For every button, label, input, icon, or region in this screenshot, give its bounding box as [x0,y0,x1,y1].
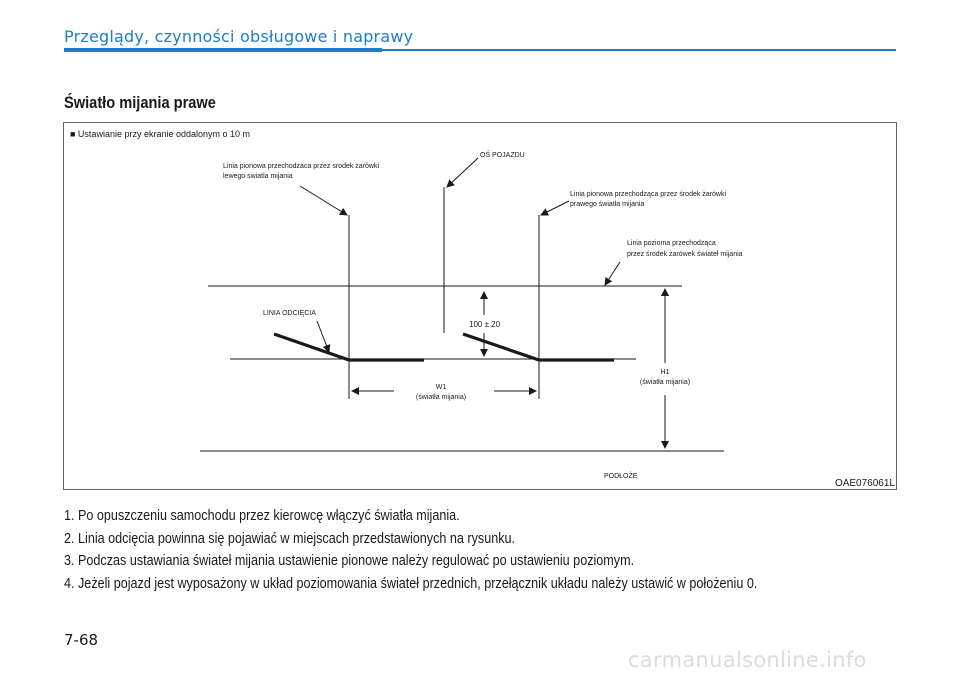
label-h1-sub: (światła mijania) [640,379,690,386]
label-h1: H1 [661,369,670,376]
instruction-step-2: 2. Linia odcięcia powinna się pojawiać w… [64,529,516,547]
page-number: 7-68 [64,631,99,649]
header-rule [382,49,896,51]
diagram-caption: ■ Ustawianie przy ekranie oddalonym o 10… [70,129,250,139]
label-horizontal-line-1: Linia pozioma przechodząca [627,240,716,247]
label-horizontal-line-2: przez środek żarówek świateł mijania [627,251,743,258]
label-left-vertical-line-2: lewego swiatla mijania [223,173,293,180]
label-ground: PODŁOŻE [604,471,638,480]
label-right-vertical-line-1: Linia pionowa przechodząca przez środek … [570,191,726,198]
diagram-canvas: ■ Ustawianie przy ekranie oddalonym o 10… [70,129,895,489]
instruction-step-4: 4. Jeżeli pojazd jest wyposażony w układ… [64,574,758,592]
watermark: carmanualsonline.info [628,648,867,672]
label-w1-sub: (światła mijania) [416,394,466,401]
label-offset-value: 100 ± 20 [469,320,501,329]
instruction-step-3: 3. Podczas ustawiania świateł mijania us… [64,552,635,569]
left-cutoff-pattern [273,332,424,362]
leader-horizontal [604,261,621,286]
right-cutoff-pattern [462,332,614,362]
label-right-vertical-line-2: prawego światła mijania [570,201,644,208]
headlight-aiming-diagram: ■ Ustawianie przy ekranie oddalonym o 10… [63,122,897,490]
header-accent-bar [64,48,382,52]
leader-cutoff [316,320,331,353]
instructions-list: 1. Po opuszczeniu samochodu przez kierow… [64,505,889,595]
chapter-title: Przeglądy, czynności obsługowe i naprawy [64,27,414,46]
leader-right-vertical [540,200,570,216]
instruction-step-1: 1. Po opuszczeniu samochodu przez kierow… [64,507,460,524]
label-vehicle-axis: OŚ POJAZDU [480,150,525,159]
figure-code: OAE076061L [835,478,895,489]
label-left-vertical-line-1: Linia pionowa przechodzaca przez srodek … [223,163,379,170]
label-w1: W1 [436,384,447,391]
leader-left-vertical [299,185,348,216]
section-title: Światło mijania prawe [64,93,216,112]
leader-axis [446,157,479,188]
label-cutoff-line: LINIA ODCIĘCIA [263,310,316,317]
